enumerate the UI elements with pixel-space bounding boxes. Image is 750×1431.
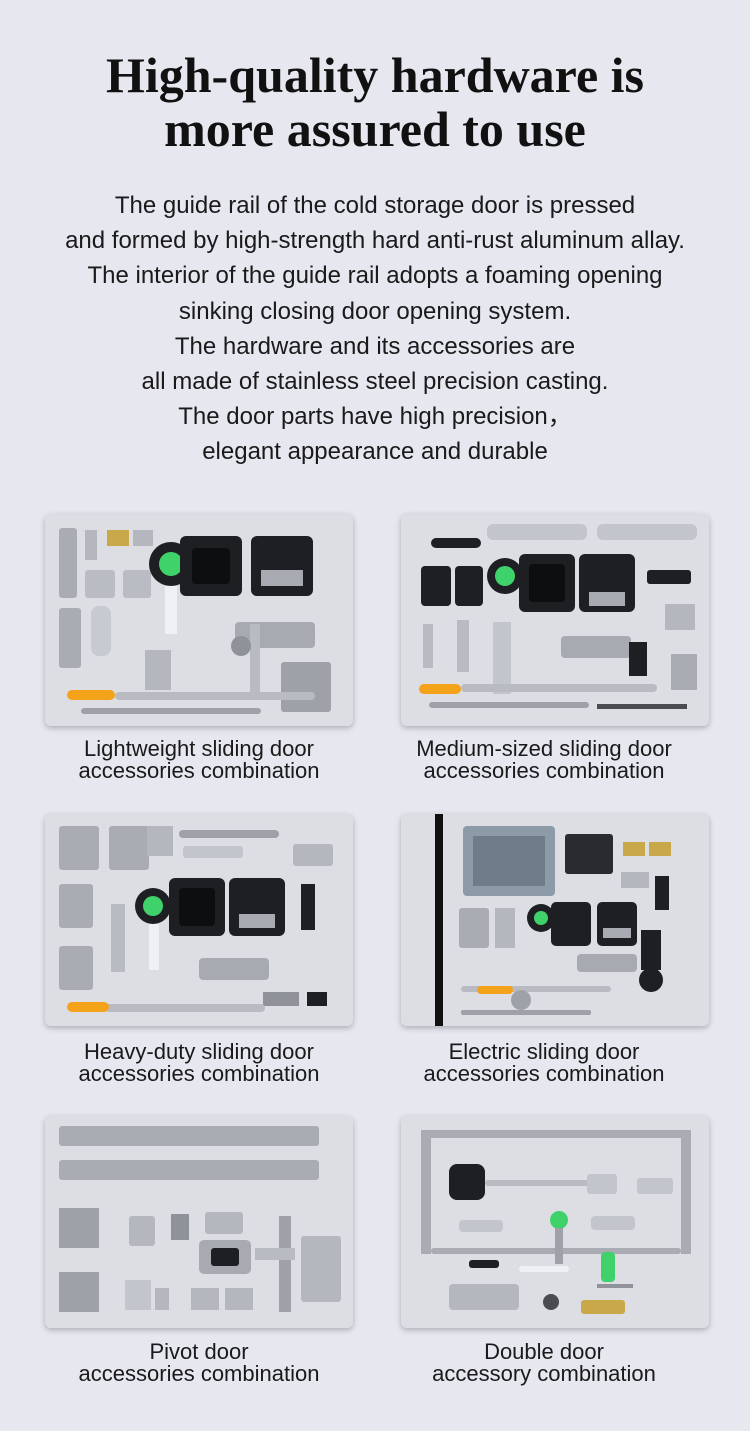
product-caption: Medium-sized sliding door accessories co… [390, 738, 698, 782]
description-line: all made of stainless steel precision ca… [141, 368, 609, 396]
description-line: The door parts have high precision， [178, 403, 572, 431]
product-photo-heavy-duty [45, 814, 353, 1026]
description-line: elegant appearance and durable [202, 438, 548, 466]
description: The guide rail of the cold storage door … [0, 188, 750, 470]
caption-line: accessory combination [432, 1361, 656, 1386]
description-line: The guide rail of the cold storage door … [114, 192, 636, 219]
caption-line: Double door [484, 1339, 604, 1364]
caption-line: accessories combination [78, 1361, 320, 1386]
page-title: High-quality hardware is more assured to… [0, 48, 750, 156]
product-caption: Double door accessory combination [390, 1341, 698, 1385]
title-line-1: High-quality hardware is [105, 47, 645, 103]
hardware-photo [401, 514, 709, 726]
description-line: and formed by high-strength hard anti-ru… [65, 227, 685, 255]
product-photo-electric [401, 814, 709, 1026]
hardware-photo [45, 1116, 353, 1328]
caption-line: accessories combination [78, 1061, 320, 1086]
product-caption: Lightweight sliding door accessories com… [45, 738, 353, 782]
product-caption: Heavy-duty sliding door accessories comb… [45, 1041, 353, 1085]
product-photo-pivot [45, 1116, 353, 1328]
caption-line: Heavy-duty sliding door [84, 1039, 314, 1064]
description-line: sinking closing door opening system. [178, 297, 572, 325]
product-photo-double [401, 1116, 709, 1328]
product-photo-medium [401, 514, 709, 726]
caption-line: Electric sliding door [448, 1039, 640, 1064]
hardware-photo [401, 1116, 709, 1328]
description-line: The interior of the guide rail adopts a … [87, 262, 663, 290]
product-photo-lightweight [45, 514, 353, 726]
hardware-photo [401, 814, 709, 1026]
title-line-2: more assured to use [164, 101, 586, 157]
caption-line: Medium-sized sliding door [416, 736, 672, 761]
product-caption: Pivot door accessories combination [45, 1341, 353, 1385]
hardware-photo [45, 514, 353, 726]
caption-line: Pivot door [149, 1339, 249, 1364]
hardware-photo [45, 814, 353, 1026]
description-line: The hardware and its accessories are [174, 332, 576, 360]
caption-line: accessories combination [78, 758, 320, 783]
caption-line: Lightweight sliding door [84, 736, 314, 761]
product-caption: Electric sliding door accessories combin… [390, 1041, 698, 1085]
caption-line: accessories combination [423, 758, 665, 783]
caption-line: accessories combination [423, 1061, 665, 1086]
